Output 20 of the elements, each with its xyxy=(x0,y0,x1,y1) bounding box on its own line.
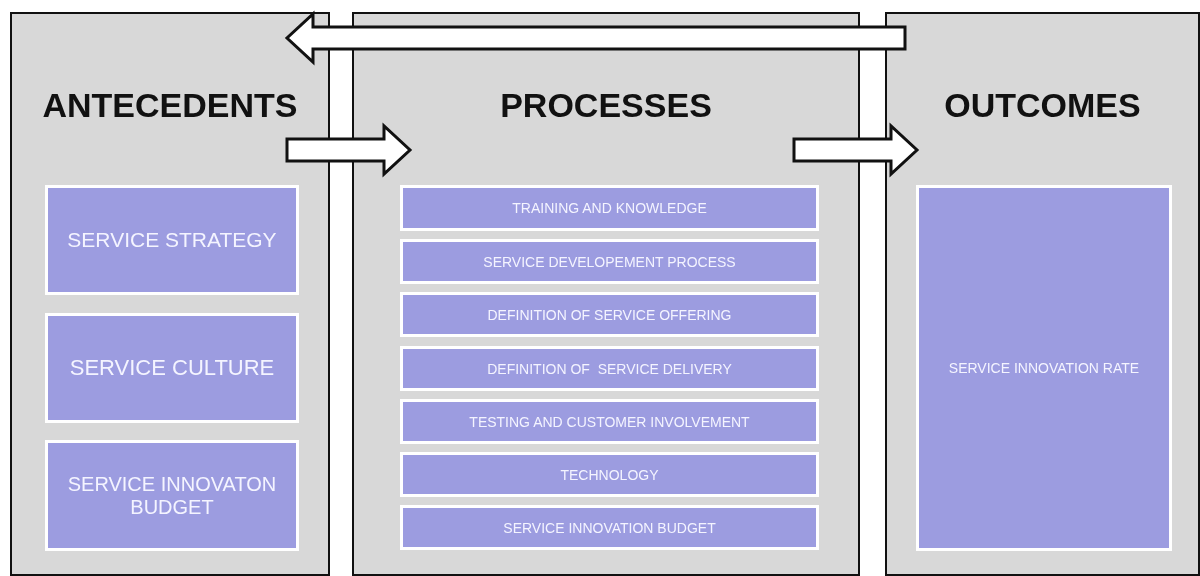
column-panel xyxy=(885,12,1200,576)
block-arrow xyxy=(284,10,907,66)
factor-box: SERVICE STRATEGY xyxy=(45,185,299,295)
factor-box: DEFINITION OF SERVICE DELIVERY xyxy=(400,346,819,391)
column-heading: ANTECEDENTS xyxy=(42,86,298,125)
block-arrow xyxy=(792,122,920,178)
column-heading: OUTCOMES xyxy=(944,86,1141,125)
block-arrow xyxy=(285,122,413,178)
factor-box: TECHNOLOGY xyxy=(400,452,819,497)
factor-box: SERVICE DEVELOPEMENT PROCESS xyxy=(400,239,819,284)
column-heading: PROCESSES xyxy=(500,86,712,125)
factor-box: SERVICE INNOVATON BUDGET xyxy=(45,440,299,551)
column-panel xyxy=(352,12,860,576)
factor-box: DEFINITION OF SERVICE OFFERING xyxy=(400,292,819,337)
factor-box: TRAINING AND KNOWLEDGE xyxy=(400,185,819,231)
factor-box: SERVICE INNOVATION BUDGET xyxy=(400,505,819,550)
factor-box: SERVICE CULTURE xyxy=(45,313,299,423)
factor-box: SERVICE INNOVATION RATE xyxy=(916,185,1172,551)
factor-box: TESTING AND CUSTOMER INVOLVEMENT xyxy=(400,399,819,444)
column-panel xyxy=(10,12,330,576)
